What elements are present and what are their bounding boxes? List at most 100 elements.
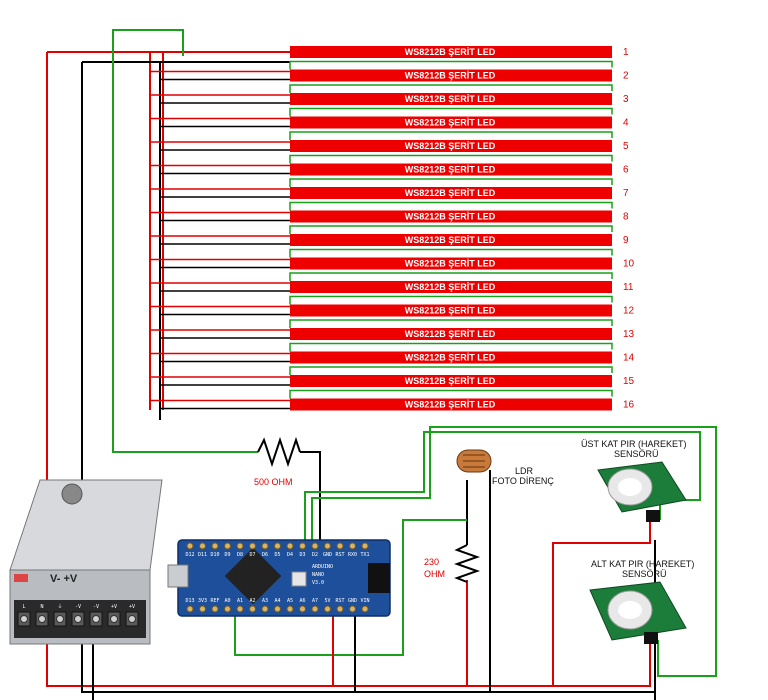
arduino-pin (261, 542, 269, 550)
ldr-wire (466, 470, 491, 692)
led-strip-label: WS8212B ŞERİT LED (405, 353, 496, 363)
psu-terminal-label: L (22, 604, 25, 610)
arduino-pin (224, 605, 231, 613)
ldr-sublabel: FOTO DİRENÇ (492, 476, 554, 486)
psu-terminal-label: +V (111, 604, 117, 610)
arduino-pin-label: D7 (249, 552, 255, 558)
arduino-pin-label: A0 (224, 598, 230, 604)
led-strip-label: WS8212B ŞERİT LED (405, 188, 496, 198)
arduino-pin-label: D4 (287, 552, 293, 558)
arduino-pin (186, 542, 194, 550)
ldr-label: LDR (515, 466, 534, 476)
ldr-sensor: LDR FOTO DİRENÇ (456, 449, 554, 486)
led-strip-body (290, 163, 612, 176)
arduino-pin (286, 542, 294, 550)
led-strip-label: WS8212B ŞERİT LED (405, 259, 496, 269)
arduino-pin (261, 605, 269, 613)
led-strip-body (290, 140, 612, 152)
arduino-pin (311, 605, 319, 613)
led-strip-label: WS8212B ŞERİT LED (405, 329, 496, 339)
led-strip: WS8212B ŞERİT LED 9 (150, 225, 629, 246)
arduino-pin-label: A6 (299, 598, 305, 604)
led-strip-label: WS8212B ŞERİT LED (405, 212, 496, 222)
data-wire-in (112, 29, 258, 453)
arduino-pin-label: REF (210, 598, 219, 604)
arduino-pin (274, 542, 281, 550)
arduino-pin (211, 542, 219, 550)
led-strip-number: 12 (623, 306, 635, 317)
led-strip-label: WS8212B ŞERİT LED (405, 282, 496, 292)
arduino-pin-label: D6 (262, 552, 268, 558)
wires (46, 29, 717, 700)
arduino-model: NANO (312, 572, 324, 578)
led-strip: WS8212B ŞERİT LED 15 (150, 366, 635, 387)
arduino-pin-label: GND (348, 598, 357, 604)
arduino-pin-label: A2 (249, 598, 255, 604)
led-strip-number: 1 (623, 47, 629, 58)
arduino-pin-label: VIN (360, 598, 369, 604)
led-strip-number: 15 (623, 376, 635, 387)
resistor-230-value: 230 (424, 557, 439, 567)
led-strip-label: WS8212B ŞERİT LED (405, 165, 496, 175)
arduino-pin-label: GND (323, 552, 332, 558)
arduino-pin (249, 542, 256, 550)
led-strip-number: 7 (623, 188, 629, 199)
pir-upper-subtitle: SENSÖRÜ (614, 449, 659, 459)
vcc-main-wire (46, 51, 651, 687)
resistor-500-ohm: 500 OHM (254, 436, 301, 487)
led-strip-body (290, 257, 612, 270)
arduino-pin-label: A7 (312, 598, 318, 604)
led-strip: WS8212B ŞERİT LED 14 (150, 342, 635, 364)
led-strip-label: WS8212B ŞERİT LED (405, 94, 496, 104)
arduino-pin-label: D12 (185, 552, 194, 558)
arduino-pin (349, 605, 356, 613)
led-strip-label: WS8212B ŞERİT LED (405, 141, 496, 151)
arduino-pin (286, 605, 294, 613)
psu-terminal-label: +V (129, 604, 135, 610)
arduino-pin-label: A3 (262, 598, 268, 604)
led-strip-label: WS8212B ŞERİT LED (405, 400, 496, 410)
led-strip-body (290, 69, 612, 82)
led-strip-number: 8 (623, 212, 629, 223)
led-strip-label: WS8212B ŞERİT LED (405, 47, 496, 57)
pir-upper-title: ÜST KAT PIR (HAREKET) (581, 439, 687, 449)
psu-voltage-label: V- +V (50, 573, 78, 585)
led-strip-number: 5 (623, 141, 629, 152)
arduino-pin (249, 605, 256, 613)
arduino-pin-label: D13 (185, 598, 194, 604)
led-strip-body (290, 398, 612, 411)
vcc-bus-inner (149, 52, 164, 410)
arduino-pin-label: A4 (274, 598, 280, 604)
led-strip-body (290, 281, 612, 293)
arduino-pin (361, 605, 369, 613)
led-strip-label: WS8212B ŞERİT LED (405, 235, 496, 245)
led-strip-number: 11 (623, 282, 634, 293)
arduino-pin (324, 542, 331, 550)
led-strip-number: 14 (623, 353, 635, 364)
resistor-230-unit: OHM (424, 569, 445, 579)
arduino-pin-label: RX0 (348, 552, 357, 558)
led-strip-body (290, 304, 612, 317)
arduino-pin (186, 605, 194, 613)
led-strip-label: WS8212B ŞERİT LED (405, 118, 496, 128)
led-strip-body (290, 46, 612, 58)
arduino-pin (236, 605, 244, 613)
led-strip-number: 3 (623, 94, 629, 105)
resistor-500-label: 500 OHM (254, 477, 293, 487)
pir-power-wire (552, 520, 651, 686)
arduino-pin-label: D11 (198, 552, 207, 558)
led-strip: WS8212B ŞERİT LED 5 (150, 131, 629, 152)
led-strip-number: 9 (623, 235, 629, 246)
led-strip: WS8212B ŞERİT LED 3 (150, 84, 629, 105)
pir-lower-sensor: ALT KAT PIR (HAREKET) SENSÖRÜ (589, 559, 694, 644)
arduino-pin (236, 542, 244, 550)
pir-lower-title: ALT KAT PIR (HAREKET) (591, 559, 694, 569)
led-strip-label: WS8212B ŞERİT LED (405, 376, 496, 386)
arduino-pin (336, 542, 344, 550)
